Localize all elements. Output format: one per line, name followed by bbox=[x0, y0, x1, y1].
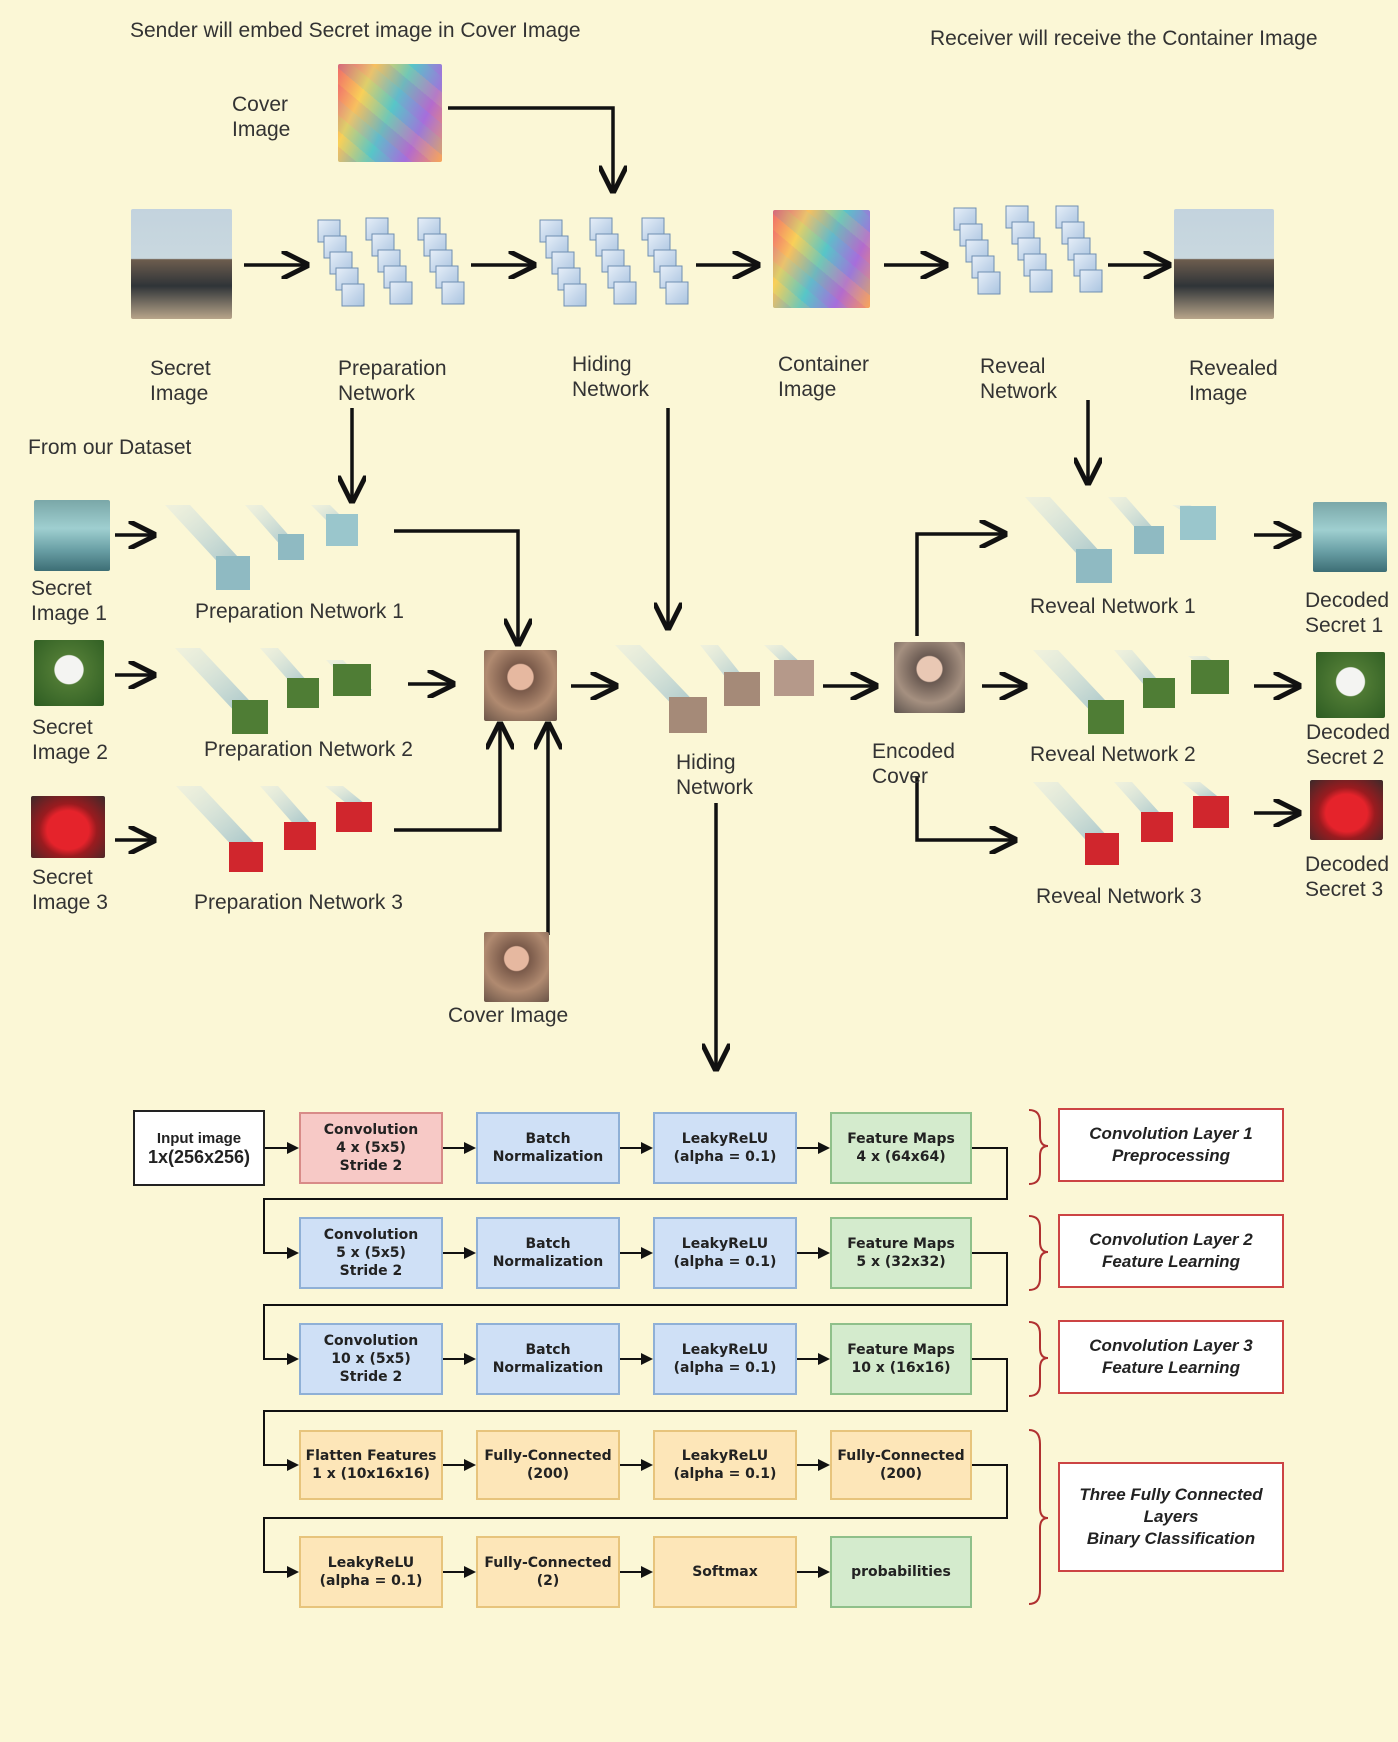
brace-4 bbox=[1028, 1429, 1049, 1605]
cover-image-thumbnail bbox=[338, 64, 442, 162]
secret-image-thumbnail bbox=[131, 209, 232, 319]
featuremaps2-box: Feature Maps 5 x (32x32) bbox=[830, 1217, 972, 1289]
leakyrelu1-box: LeakyReLU (alpha = 0.1) bbox=[653, 1112, 797, 1184]
reveal-network-3-label: Reveal Network 3 bbox=[1036, 885, 1202, 908]
conn-r4-wrap bbox=[263, 1464, 1008, 1578]
fc1-box: Fully-Connected (200) bbox=[476, 1430, 620, 1500]
secret-image-1-thumbnail bbox=[34, 500, 110, 571]
hiding-network-cubes bbox=[539, 217, 689, 307]
reveal-network-label: Reveal Network bbox=[980, 355, 1058, 403]
leakyrelu2-box: LeakyReLU (alpha = 0.1) bbox=[653, 1217, 797, 1289]
preparation-network-label: Preparation Network bbox=[338, 357, 447, 405]
softmax-box: Softmax bbox=[653, 1536, 797, 1608]
secret-image-3-label: Secret Image 3 bbox=[32, 866, 108, 914]
layer3-description: Convolution Layer 3 Feature Learning bbox=[1058, 1320, 1284, 1394]
layer1-description: Convolution Layer 1 Preprocessing bbox=[1058, 1108, 1284, 1182]
brace-1 bbox=[1028, 1109, 1049, 1185]
decoded-secret-2-label: Decoded Secret 2 bbox=[1306, 721, 1391, 769]
prep-network-1-label: Preparation Network 1 bbox=[195, 600, 404, 623]
arrow-cover-to-hiding bbox=[448, 106, 613, 190]
prep-network-3-blocks bbox=[176, 786, 372, 872]
secret-image-1-label: Secret Image 1 bbox=[31, 577, 107, 625]
brace-3 bbox=[1028, 1321, 1049, 1397]
hiding-network-label: Hiding Network bbox=[572, 353, 650, 401]
revealed-image-thumbnail bbox=[1174, 209, 1274, 319]
conv3-box: Convolution 10 x (5x5) Stride 2 bbox=[299, 1323, 443, 1395]
secret-image-2-label: Secret Image 2 bbox=[32, 716, 108, 764]
leakyrelu4-box: LeakyReLU (alpha = 0.1) bbox=[653, 1430, 797, 1500]
batchnorm2-box: Batch Normalization bbox=[476, 1217, 620, 1289]
decoded-secret-1-label: Decoded Secret 1 bbox=[1305, 589, 1390, 637]
secret-image-label: Secret Image bbox=[150, 357, 211, 405]
fc3-box: Fully-Connected (2) bbox=[476, 1536, 620, 1608]
prep-network-1-blocks bbox=[165, 505, 358, 590]
cover-image-label: Cover Image bbox=[232, 93, 291, 141]
decoded-secret-3-thumbnail bbox=[1310, 780, 1383, 840]
arrow-encoded-to-reveal1 bbox=[915, 534, 1004, 636]
receiver-caption: Receiver will receive the Container Imag… bbox=[930, 27, 1318, 50]
secret-image-3-thumbnail bbox=[31, 796, 105, 858]
brace-2 bbox=[1028, 1215, 1049, 1291]
input-image-size: 1x(256x256) bbox=[147, 1147, 251, 1167]
hiding-network-2-label: Hiding Network bbox=[676, 751, 754, 799]
reveal-network-2-label: Reveal Network 2 bbox=[1030, 743, 1196, 766]
dataset-caption: From our Dataset bbox=[28, 436, 192, 459]
arrow-encoded-to-reveal3 bbox=[915, 776, 1014, 840]
batchnorm3-box: Batch Normalization bbox=[476, 1323, 620, 1395]
leakyrelu3-box: LeakyReLU (alpha = 0.1) bbox=[653, 1323, 797, 1395]
conv2-box: Convolution 5 x (5x5) Stride 2 bbox=[299, 1217, 443, 1289]
prep-network-2-blocks bbox=[175, 648, 372, 734]
layer2-description: Convolution Layer 2 Feature Learning bbox=[1058, 1214, 1284, 1288]
container-image-label: Container Image bbox=[778, 353, 870, 401]
reveal-network-2-blocks bbox=[1033, 650, 1229, 734]
featuremaps3-box: Feature Maps 10 x (16x16) bbox=[830, 1323, 972, 1395]
merged-cover-thumbnail bbox=[484, 650, 557, 721]
leakyrelu5-box: LeakyReLU (alpha = 0.1) bbox=[299, 1536, 443, 1608]
reveal-network-3-blocks bbox=[1033, 782, 1229, 865]
conn-r2-wrap bbox=[263, 1252, 1008, 1365]
container-image-thumbnail bbox=[773, 210, 870, 308]
input-image-label: Input image bbox=[156, 1130, 242, 1147]
arrow-prep1-to-merge bbox=[394, 529, 518, 643]
cover-image-2-thumbnail bbox=[484, 932, 549, 1002]
reveal-network-1-label: Reveal Network 1 bbox=[1030, 595, 1196, 618]
input-image-box: Input image 1x(256x256) bbox=[133, 1110, 265, 1186]
encoded-cover-thumbnail bbox=[894, 642, 965, 713]
prep-network-3-label: Preparation Network 3 bbox=[194, 891, 403, 914]
batchnorm1-box: Batch Normalization bbox=[476, 1112, 620, 1184]
conn-r3-wrap bbox=[263, 1358, 1008, 1471]
prep-network-cubes bbox=[317, 217, 465, 307]
hiding-network-blocks bbox=[615, 645, 814, 733]
sender-caption: Sender will embed Secret image in Cover … bbox=[130, 19, 581, 42]
secret-image-2-thumbnail bbox=[34, 640, 104, 706]
reveal-network-1-blocks bbox=[1025, 497, 1216, 583]
probabilities-box: probabilities bbox=[830, 1536, 972, 1608]
conn-r1-wrap bbox=[263, 1147, 1008, 1259]
conv1-box: Convolution 4 x (5x5) Stride 2 bbox=[299, 1112, 443, 1184]
cover-image-2-label: Cover Image bbox=[448, 1004, 569, 1027]
fc2-box: Fully-Connected (200) bbox=[830, 1430, 972, 1500]
decoded-secret-3-label: Decoded Secret 3 bbox=[1305, 853, 1390, 901]
featuremaps1-box: Feature Maps 4 x (64x64) bbox=[830, 1112, 972, 1184]
decoded-secret-1-thumbnail bbox=[1313, 502, 1387, 572]
reveal-network-cubes bbox=[953, 205, 1103, 295]
revealed-image-label: Revealed Image bbox=[1189, 357, 1278, 405]
prep-network-2-label: Preparation Network 2 bbox=[204, 738, 413, 761]
flatten-box: Flatten Features 1 x (10x16x16) bbox=[299, 1430, 443, 1500]
arrow-prep3-to-merge bbox=[394, 725, 500, 832]
layer4-description: Three Fully Connected Layers Binary Clas… bbox=[1058, 1462, 1284, 1572]
encoded-cover-label: Encoded Cover bbox=[872, 740, 955, 788]
decoded-secret-2-thumbnail bbox=[1316, 652, 1385, 718]
